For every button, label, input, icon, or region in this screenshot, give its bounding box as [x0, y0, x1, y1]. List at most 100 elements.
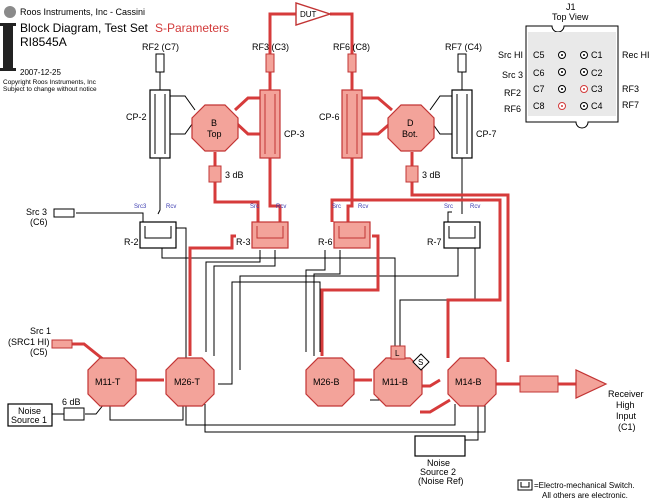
- rf3-connector[interactable]: [265, 53, 275, 73]
- ri-logo: [0, 23, 16, 71]
- j1-port-c4: C4: [591, 101, 603, 111]
- src3-label: Src 3: [26, 207, 47, 217]
- company-name: Roos Instruments, Inc - Cassini: [20, 7, 145, 17]
- load-marker-label: L: [395, 349, 400, 358]
- receiver-sub1: High: [616, 400, 635, 410]
- coupler-cp6[interactable]: [341, 89, 363, 159]
- j1-subtitle: Top View: [552, 12, 589, 22]
- noise-source-2-ref: (Noise Ref): [418, 476, 464, 486]
- load-marker: [390, 345, 406, 360]
- j1-left-label-2: RF2: [504, 88, 521, 98]
- copyright-text: Copyright Roos Instruments, Inc: [3, 79, 97, 86]
- r7-src-label: Src: [444, 204, 453, 210]
- coupler-cp7[interactable]: [451, 89, 473, 159]
- j1-port-c3: C3: [591, 84, 603, 94]
- red-wiring: [72, 12, 576, 414]
- src1-sub: (SRC1 HI): [8, 337, 50, 347]
- switch-m14-b[interactable]: [447, 357, 497, 407]
- r3-label: R-3: [236, 237, 251, 247]
- diagram-title-accent: S-Parameters: [155, 21, 229, 35]
- short-marker: [412, 353, 430, 371]
- m26b-label: M26-B: [313, 377, 340, 387]
- src3-connector[interactable]: [53, 208, 75, 218]
- r2-label: R-2: [124, 237, 139, 247]
- j1-connector: [525, 25, 619, 129]
- src3-sub: (C6): [30, 217, 48, 227]
- j1-pins: [558, 51, 588, 110]
- r6-label: R-6: [318, 237, 333, 247]
- rf2-label: RF2 (C7): [142, 42, 179, 52]
- receiver-r3[interactable]: [251, 221, 289, 249]
- attenuator-right-3db: [405, 165, 419, 183]
- j1-left-label-0: Src HI: [498, 50, 523, 60]
- noise-source-1[interactable]: [7, 403, 53, 427]
- attenuator-6db-label: 6 dB: [62, 397, 81, 407]
- receiver-r6[interactable]: [333, 221, 371, 249]
- bridge-b-label: B: [211, 118, 217, 128]
- noise-source-2-sub: Source 2: [420, 467, 456, 477]
- legend-switch-icon: [517, 479, 533, 491]
- switch-m26-t[interactable]: [165, 357, 215, 407]
- bridge-d-bot[interactable]: [387, 104, 435, 152]
- attenuator-6db: [63, 407, 85, 421]
- cp2-label: CP-2: [126, 112, 147, 122]
- legend-line-2: All others are electronic.: [542, 491, 628, 500]
- rf6-label: RF6 (C8): [333, 42, 370, 52]
- r6-rcv-label: Rcv: [358, 204, 368, 210]
- switch-m26-b[interactable]: [305, 357, 355, 407]
- src1-connector[interactable]: [51, 339, 73, 349]
- r2-rcv-label: Rcv: [166, 204, 176, 210]
- switch-m11-t[interactable]: [87, 357, 137, 407]
- cp7-label: CP-7: [476, 129, 497, 139]
- src1-port: (C5): [30, 347, 48, 357]
- attenuator-left-label: 3 dB: [225, 170, 244, 180]
- r3-src-label: Src: [250, 204, 259, 210]
- coupler-cp2[interactable]: [149, 89, 171, 159]
- r6-src-label: Src: [332, 204, 341, 210]
- r7-rcv-label: Rcv: [470, 204, 480, 210]
- j1-port-c5: C5: [533, 50, 545, 60]
- bridge-d-sub: Bot.: [402, 129, 418, 139]
- cp3-label: CP-3: [284, 129, 305, 139]
- receiver-r2[interactable]: [139, 221, 177, 249]
- receiver-amplifier: [575, 369, 608, 399]
- cp6-label: CP-6: [319, 112, 340, 122]
- bridge-b-top[interactable]: [191, 104, 239, 152]
- m26t-label: M26-T: [174, 377, 201, 387]
- j1-port-c6: C6: [533, 68, 545, 78]
- j1-port-c1: C1: [591, 50, 603, 60]
- r2-src3-label: Src3: [134, 204, 147, 210]
- black-wiring: [52, 72, 486, 441]
- rf7-connector[interactable]: [457, 53, 467, 73]
- noise-source-1-label: Noise: [18, 406, 41, 416]
- noise-source-2[interactable]: [414, 435, 466, 457]
- attenuator-right-label: 3 dB: [422, 170, 441, 180]
- src1-label: Src 1: [30, 326, 51, 336]
- notice-text: Subject to change without notice: [3, 86, 97, 93]
- receiver-sub3: (C1): [618, 422, 636, 432]
- noise-source-1-sub: Source 1: [11, 415, 47, 425]
- receiver-r7[interactable]: [443, 221, 481, 249]
- receiver-filter: [519, 375, 559, 393]
- rf3-label: RF3 (C3): [252, 42, 289, 52]
- j1-right-label-1: RF3: [622, 84, 639, 94]
- noise-source-2-label: Noise: [427, 458, 450, 468]
- m14b-label: M14-B: [455, 377, 482, 387]
- dut-amplifier[interactable]: [295, 2, 333, 26]
- j1-right-label-2: RF7: [622, 100, 639, 110]
- diagram-title: Block Diagram, Test Set: [20, 21, 148, 35]
- bridge-d-label: D: [407, 118, 414, 128]
- j1-port-c2: C2: [591, 68, 603, 78]
- j1-left-label-3: RF6: [504, 104, 521, 114]
- release-date: 2007-12-25: [20, 68, 61, 77]
- rf6-connector[interactable]: [347, 53, 357, 73]
- rf2-connector[interactable]: [155, 53, 165, 73]
- model-number: RI8545A: [20, 35, 67, 49]
- dut-label: DUT: [300, 10, 317, 19]
- receiver-sub2: Input: [616, 411, 637, 421]
- company-logo-dot: [4, 6, 16, 18]
- r3-rcv-label: Rcv: [276, 204, 286, 210]
- short-marker-label: S: [418, 358, 423, 367]
- coupler-cp3[interactable]: [259, 89, 281, 159]
